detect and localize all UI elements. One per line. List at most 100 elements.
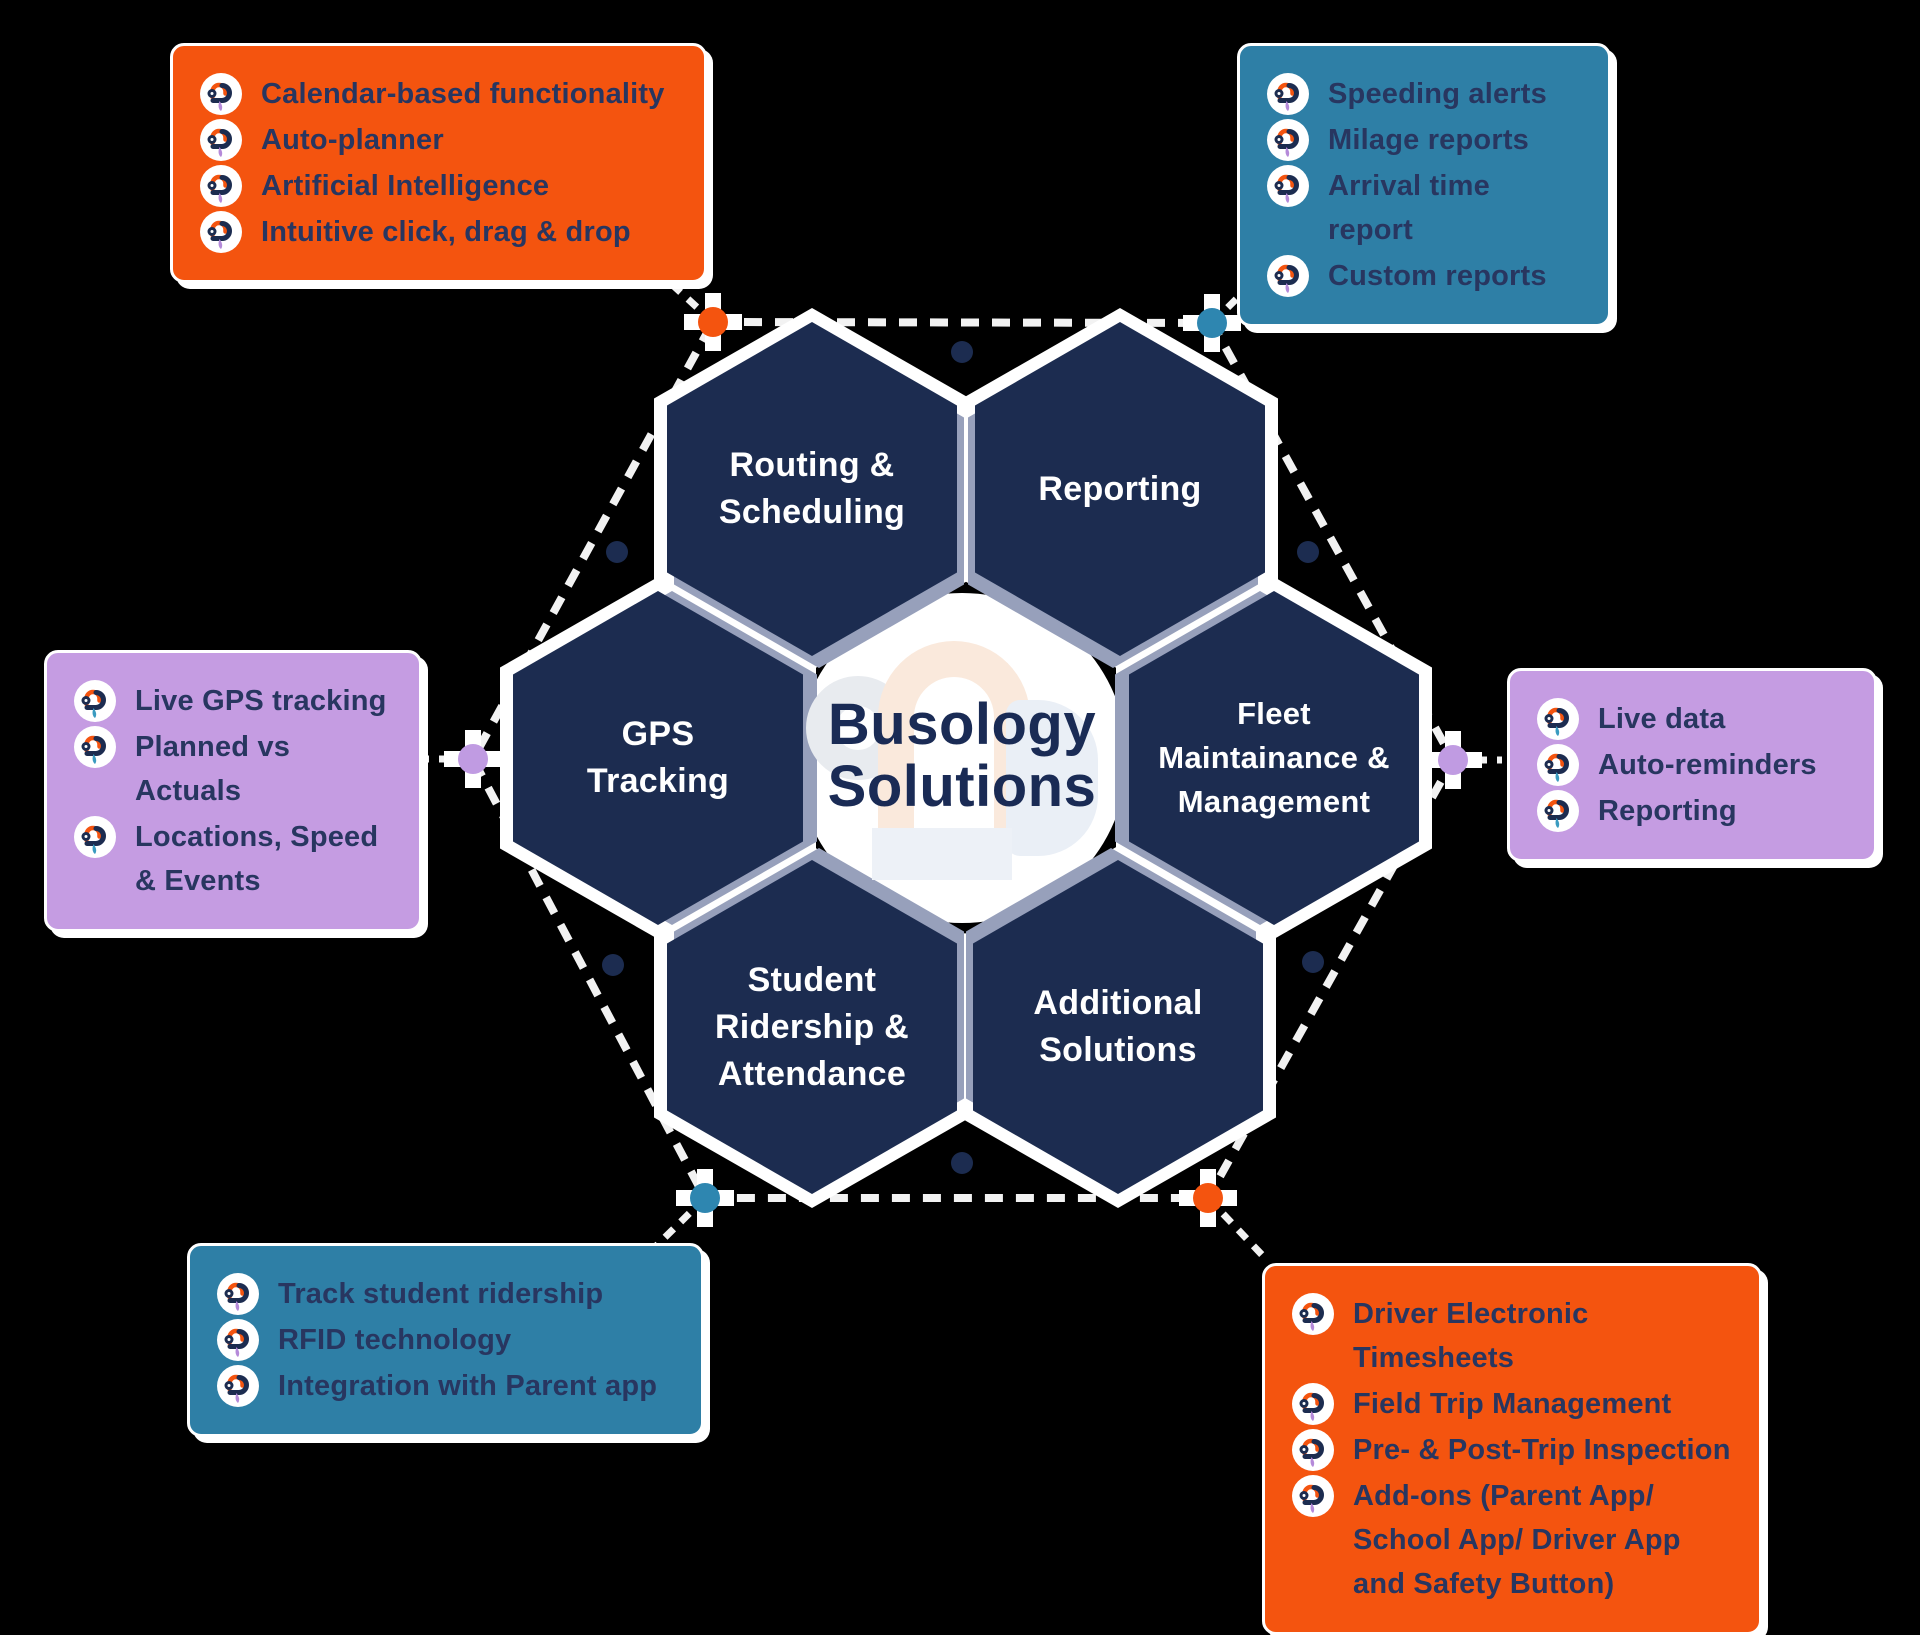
list-item-label: Speeding alerts — [1328, 78, 1547, 110]
hexagon-label: Ridership & — [714, 1007, 910, 1046]
list-item: Planned vs Actuals — [73, 725, 393, 813]
busology-logo-icon — [1292, 1293, 1334, 1335]
connector-dot-purple-left — [444, 730, 502, 788]
list-item-label: Reporting — [1598, 795, 1737, 827]
hexagon-label: Fleet — [1237, 696, 1311, 731]
list-item-label: Track student ridership — [278, 1278, 604, 1310]
hexagon-label: Routing & — [729, 446, 895, 484]
connector-node-upper-right — [1297, 541, 1319, 563]
hexagon-label: Solutions — [1039, 1031, 1197, 1069]
callout-fleet-maintenance: Live data Auto-reminders Reporting — [1507, 668, 1877, 862]
connector-node-lower-right — [1302, 951, 1324, 973]
list-item-label: Live data — [1598, 703, 1726, 735]
busology-logo-icon — [200, 165, 242, 207]
callout-gps-tracking: Live GPS tracking Planned vs Actuals Loc… — [44, 650, 422, 932]
busology-logo-icon — [1292, 1429, 1334, 1471]
busology-logo-icon — [1267, 165, 1309, 207]
hexagon-gps-tracking: GPS Tracking — [513, 591, 803, 925]
list-item: Reporting — [1536, 789, 1848, 833]
busology-logo-icon — [1267, 73, 1309, 115]
list-item-label: Intuitive click, drag & drop — [261, 216, 631, 248]
list-item-label: Calendar-based functionality — [261, 78, 665, 110]
connector-dot-teal-bottom-left — [676, 1169, 734, 1227]
list-item: Artificial Intelligence — [199, 164, 678, 208]
list-item-label: Planned vs Actuals — [135, 731, 291, 807]
hexagon-label: Student — [747, 960, 877, 999]
busology-logo-icon — [1267, 255, 1309, 297]
hexagon-label: Scheduling — [718, 493, 906, 531]
busology-logo-icon — [200, 211, 242, 253]
list-item: Add-ons (Parent App/ School App/ Driver … — [1291, 1474, 1733, 1606]
callout-list: Calendar-based functionality Auto-planne… — [199, 72, 678, 254]
busology-logo-icon — [1292, 1383, 1334, 1425]
connector-node-upper-left — [606, 541, 628, 563]
list-item: Auto-planner — [199, 118, 678, 162]
busology-logo-icon — [1267, 119, 1309, 161]
callout-list: Speeding alerts Milage reports Arrival t… — [1266, 72, 1582, 298]
busology-logo-icon — [1537, 744, 1579, 786]
hexagon-label: Management — [1177, 784, 1371, 819]
connector-dot-purple-right — [1424, 731, 1482, 789]
hexagon-label: Tracking — [586, 762, 730, 800]
list-item-label: Custom reports — [1328, 260, 1547, 292]
list-item: Field Trip Management — [1291, 1382, 1733, 1426]
connector-node-lower-left — [602, 954, 624, 976]
callout-list: Driver Electronic Timesheets Field Trip … — [1291, 1292, 1733, 1606]
callout-reporting: Speeding alerts Milage reports Arrival t… — [1237, 43, 1611, 327]
list-item: Auto-reminders — [1536, 743, 1848, 787]
connector-dot-orange-bottom-right — [1179, 1169, 1237, 1227]
callout-list: Live GPS tracking Planned vs Actuals Loc… — [73, 679, 393, 903]
list-item: Live data — [1536, 697, 1848, 741]
callout-student-ridership: Track student ridership RFID technology … — [187, 1243, 704, 1437]
list-item-label: Auto-planner — [261, 124, 444, 156]
list-item: Integration with Parent app — [216, 1364, 675, 1408]
callout-list: Track student ridership RFID technology … — [216, 1272, 675, 1408]
callout-list: Live data Auto-reminders Reporting — [1536, 697, 1848, 833]
connector-dot-orange-top-left — [684, 293, 742, 351]
list-item-label: Add-ons (Parent App/ School App/ Driver … — [1353, 1480, 1681, 1600]
busology-logo-icon — [1537, 790, 1579, 832]
watermark-logo-d — [1006, 700, 1098, 856]
list-item: Milage reports — [1266, 118, 1582, 162]
connector-node-top — [951, 341, 973, 363]
list-item: Locations, Speed & Events — [73, 815, 393, 903]
busology-logo-icon — [200, 73, 242, 115]
list-item-label: RFID technology — [278, 1324, 512, 1356]
diagram-title-line2: Solutions — [827, 754, 1097, 819]
list-item-label: Milage reports — [1328, 124, 1530, 156]
list-item: Track student ridership — [216, 1272, 675, 1316]
diagram-title-line1: Busology — [827, 692, 1097, 757]
connector-dot-blue-top-right — [1183, 294, 1241, 352]
list-item-label: Integration with Parent app — [278, 1370, 658, 1402]
list-item-label: Auto-reminders — [1598, 749, 1817, 781]
busology-logo-icon — [217, 1273, 259, 1315]
busology-logo-icon — [74, 680, 116, 722]
connector-node-bottom — [951, 1152, 973, 1174]
list-item-label: Artificial Intelligence — [261, 170, 550, 202]
hexagon-label: Reporting — [1038, 469, 1202, 508]
busology-logo-icon — [200, 119, 242, 161]
busology-logo-icon — [74, 816, 116, 858]
list-item: Intuitive click, drag & drop — [199, 210, 678, 254]
list-item: Speeding alerts — [1266, 72, 1582, 116]
list-item: Arrival time report — [1266, 164, 1582, 252]
list-item-label: Locations, Speed & Events — [135, 821, 379, 897]
list-item: Calendar-based functionality — [199, 72, 678, 116]
watermark-logo-bar — [872, 828, 1012, 880]
list-item: Driver Electronic Timesheets — [1291, 1292, 1733, 1380]
list-item: RFID technology — [216, 1318, 675, 1362]
busology-logo-icon — [1292, 1475, 1334, 1517]
list-item-label: Driver Electronic Timesheets — [1353, 1298, 1589, 1374]
diagram-title: Busology Solutions — [742, 694, 1182, 818]
list-item-label: Live GPS tracking — [135, 685, 387, 717]
list-item: Live GPS tracking — [73, 679, 393, 723]
busology-logo-icon — [217, 1319, 259, 1361]
list-item: Pre- & Post-Trip Inspection — [1291, 1428, 1733, 1472]
hexagon-label: Maintainance & — [1158, 740, 1390, 775]
hexagon-label: Attendance — [717, 1054, 907, 1093]
callout-routing-scheduling: Calendar-based functionality Auto-planne… — [170, 43, 707, 283]
busology-logo-icon — [74, 726, 116, 768]
hexagon-label: GPS — [621, 715, 695, 753]
busology-logo-icon — [1537, 698, 1579, 740]
list-item-label: Field Trip Management — [1353, 1388, 1672, 1420]
